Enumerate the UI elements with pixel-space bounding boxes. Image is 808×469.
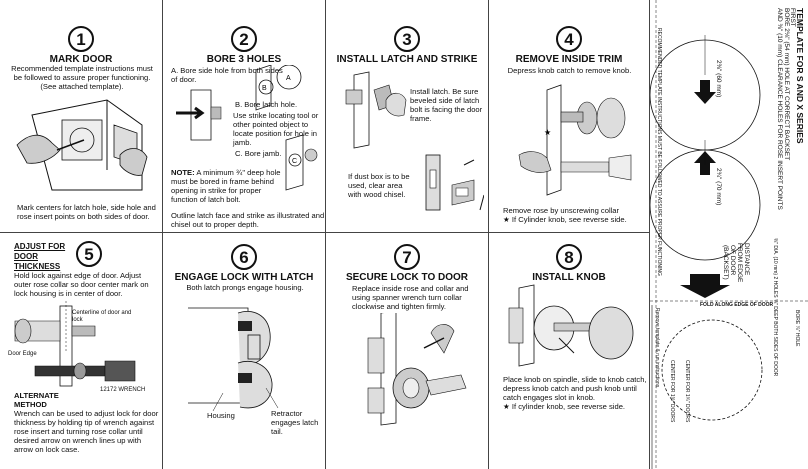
template-recommend: RECOMMENDED TEMPLATE INSTRUCTIONS MUST B…	[656, 28, 662, 276]
step-number: 2	[231, 26, 257, 52]
step-title: MARK DOOR	[49, 54, 113, 65]
alternate-method-label: ALTERNATE METHOD	[14, 391, 59, 409]
engage-latch-illustration	[188, 307, 279, 412]
step-title: INSTALL KNOB	[532, 272, 606, 283]
step-intro: Replace inside rose and collar and using…	[352, 284, 469, 311]
step-title: ENGAGE LOCK WITH LATCH	[174, 272, 314, 283]
step-number: 7	[394, 244, 420, 270]
step-b: B. Bore latch hole.	[235, 100, 298, 109]
step-title: BORE 3 HOLES	[206, 54, 282, 65]
install-knob-illustration	[508, 284, 634, 367]
step-title: SECURE LOCK TO DOOR	[345, 272, 469, 283]
retractor-label: Retractor engages latch tail.	[271, 409, 319, 436]
backset-from-edge: FROM EDGE	[736, 243, 743, 283]
door-edge-label: Door Edge	[8, 351, 37, 357]
bore-illustration: A B C	[176, 65, 318, 191]
step-a: A. Bore side hole from both sides of doo…	[171, 66, 283, 84]
step-number: 6	[231, 244, 257, 270]
door-thickness-illustration	[14, 301, 136, 387]
step-7-panel: 7 SECURE LOCK TO DOOR Replace inside ros…	[326, 233, 489, 469]
template-drawing	[650, 0, 808, 469]
template-first: FIRST	[789, 8, 796, 27]
step-2-panel: 2 BORE 3 HOLES A. Bore side hole from bo…	[163, 0, 326, 233]
step-intro: Place knob on spindle, slide to knob cat…	[503, 375, 647, 402]
step-number: 4	[556, 26, 582, 52]
measure-70mm: 2¾" (70 mm)	[715, 168, 722, 206]
alternate-method-text: Wrench can be used to adjust lock for do…	[14, 409, 159, 454]
step-title: INSTALL LATCH AND STRIKE	[336, 54, 478, 65]
center-door-1: CENTER FOR 1¾" DOORS	[684, 360, 690, 423]
step-intro: Both latch prongs engage housing.	[186, 283, 304, 292]
label-c: C	[292, 158, 297, 165]
step-number: 5	[76, 241, 102, 267]
measure-60mm: 2⅜" (60 mm)	[715, 60, 722, 98]
mark-door-illustration	[16, 99, 148, 191]
housing-label: Housing	[207, 411, 235, 420]
step-3-panel: 3 INSTALL LATCH AND STRIKE Install latch…	[326, 0, 489, 233]
step-4-panel: 4 REMOVE INSIDE TRIM Depress knob catch …	[489, 0, 650, 233]
step-title: REMOVE INSIDE TRIM	[515, 54, 623, 65]
step-dust: If dust box is to be used, clear area wi…	[348, 172, 410, 199]
step-5-panel: ADJUST FOR DOOR THICKNESS 5 Hold lock ag…	[0, 233, 163, 469]
bore-hole-label: BORE ⅞" HOLE	[794, 310, 800, 347]
remove-trim-illustration: ★	[518, 84, 632, 196]
step-outline: Outline latch face and strike as illustr…	[171, 211, 325, 229]
template-strip: TEMPLATE FOR S AND X SERIES FIRST BORE 2…	[650, 0, 808, 469]
step-intro: Recommended template instructions must b…	[11, 64, 153, 91]
note-label: NOTE:	[171, 168, 195, 177]
step-number: 1	[68, 26, 94, 52]
note-text: A minimum ¾" deep hole must be bored in …	[171, 168, 281, 204]
wrench-label: 12172 WRENCH	[100, 387, 146, 393]
step-6-panel: 6 ENGAGE LOCK WITH LATCH Both latch pron…	[163, 233, 326, 469]
step-strike: Use strike locating tool or other pointe…	[233, 111, 319, 147]
remove-template-note: Remove template & run instructions.	[654, 308, 660, 389]
template-bore-2: AND ⅜" (10 mm) CLEARANCE HOLES FOR ROSE …	[776, 8, 783, 210]
step-install: Install latch. Be sure beveled side of l…	[410, 87, 483, 123]
step-cylinder-note: ★ If Cylinder knob, see reverse side.	[503, 215, 627, 224]
center-door-2: CENTER FOR 1⅜" DOORS	[669, 360, 675, 423]
label-b: B	[262, 85, 267, 92]
latch-illustration	[345, 71, 484, 211]
fold-line-label: FOLD ALONG EDGE OF DOOR	[700, 302, 774, 308]
step-number: 8	[556, 244, 582, 270]
step-8-panel: 8 INSTALL KNOB Place knob on spindle, sl…	[489, 233, 650, 469]
step-note: NOTE: A minimum ¾" deep hole must be bor…	[171, 168, 281, 204]
step-title: ADJUST FOR DOOR THICKNESS	[14, 242, 66, 271]
step-note: Mark centers for latch hole, side hole a…	[17, 203, 156, 221]
step-intro: Depress knob catch to remove knob.	[507, 66, 632, 75]
step-rose: Remove rose by unscrewing collar	[503, 206, 620, 215]
label-a: A	[286, 75, 291, 82]
centerline-label: Centerline of door and lock	[72, 310, 132, 323]
template-bore-1: BORE 2⅛" (54 mm) HOLE AT CORRECT BACKSET	[783, 8, 790, 161]
star-icon: ★	[544, 128, 551, 137]
backset-distance: DISTANCE	[743, 243, 750, 276]
step-intro: Hold lock against edge of door. Adjust o…	[14, 271, 149, 298]
step-cylinder-note: ★ If cylinder knob, see reverse side.	[503, 402, 626, 411]
step-c: C. Bore jamb.	[235, 149, 282, 158]
secure-lock-illustration	[367, 313, 467, 426]
step-1-panel: 1 MARK DOOR Recommended template instruc…	[0, 0, 163, 233]
template-title: TEMPLATE FOR S AND X SERIES	[795, 8, 805, 144]
backset-label: (BACKSET)	[722, 245, 729, 280]
step-number: 3	[394, 26, 420, 52]
backset-of-door: OF DOOR	[729, 245, 736, 276]
